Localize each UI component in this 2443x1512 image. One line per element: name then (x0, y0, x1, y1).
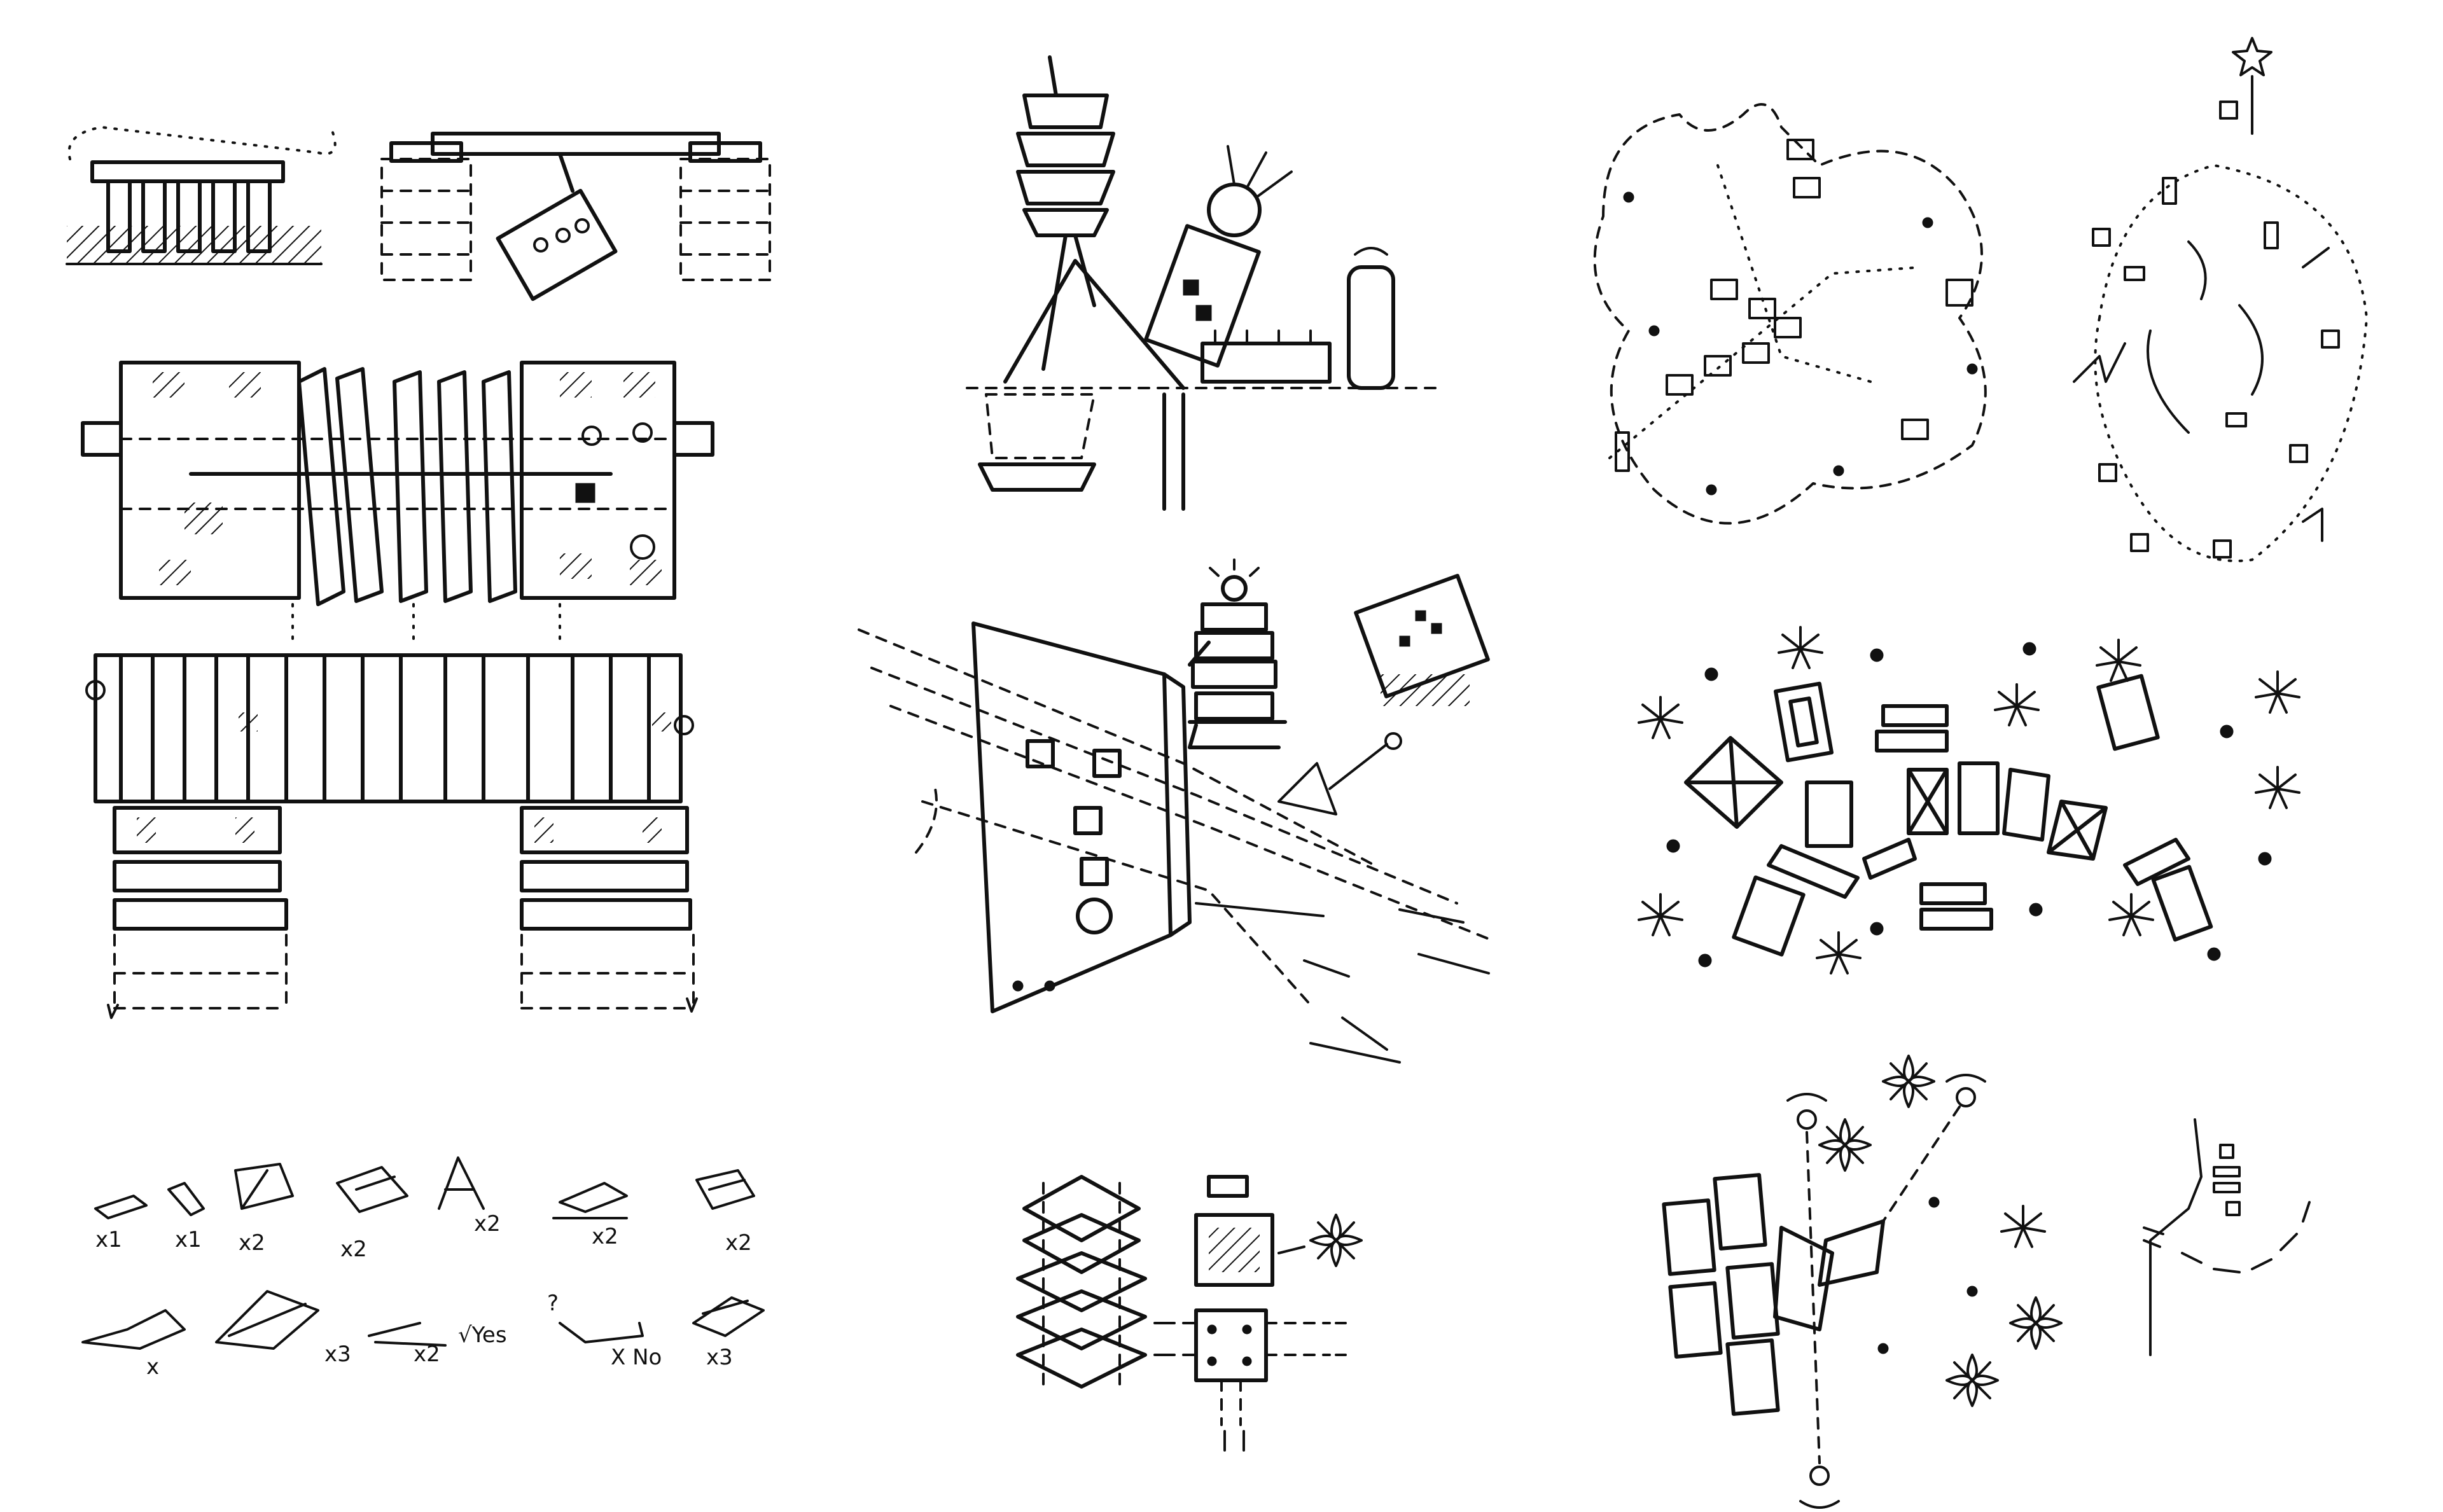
annotation-yes: √Yes (458, 1322, 507, 1348)
stacked-unit-sketch (1016, 1175, 1363, 1452)
wind-board-sketch (858, 621, 1496, 1064)
tower-sketch (966, 55, 1445, 511)
blob-site-plan (1593, 103, 1987, 525)
scattered-elements-plan (2073, 37, 2368, 562)
annotation-x2-f: x2 (414, 1342, 440, 1367)
beacon-cluster-plan (1662, 1055, 2063, 1509)
folding-plan-sketch (81, 361, 714, 644)
hanging-beam-sketch (380, 132, 771, 302)
annotation-x1-b: x1 (175, 1227, 202, 1252)
annotation-no: X No (611, 1345, 662, 1370)
annotation-x2-a: x2 (239, 1230, 265, 1256)
annotation-x-a: x (146, 1354, 159, 1380)
solar-array-sketch (1188, 558, 1490, 815)
annotation-x3-a: x3 (324, 1342, 351, 1367)
folded-stack-sketch (85, 653, 698, 1019)
annotation-x2-c: x2 (474, 1211, 501, 1237)
annotation-x2-b: x2 (340, 1237, 367, 1262)
annotation-x2-d: x2 (592, 1224, 618, 1249)
path-plan (2143, 1118, 2311, 1356)
arc-arrangement-plan (1638, 626, 2300, 974)
annotation-x3-b: x3 (706, 1345, 733, 1370)
fold-variants-sketch: x1 x1 x2 x2 x2 x2 x2 x x3 x2 √Yes ? X No… (81, 1156, 765, 1380)
colonnade-sketch (66, 126, 337, 265)
annotation-question: ? (547, 1291, 559, 1316)
annotation-x2-e: x2 (725, 1230, 752, 1256)
annotation-x1-a: x1 (95, 1227, 122, 1252)
